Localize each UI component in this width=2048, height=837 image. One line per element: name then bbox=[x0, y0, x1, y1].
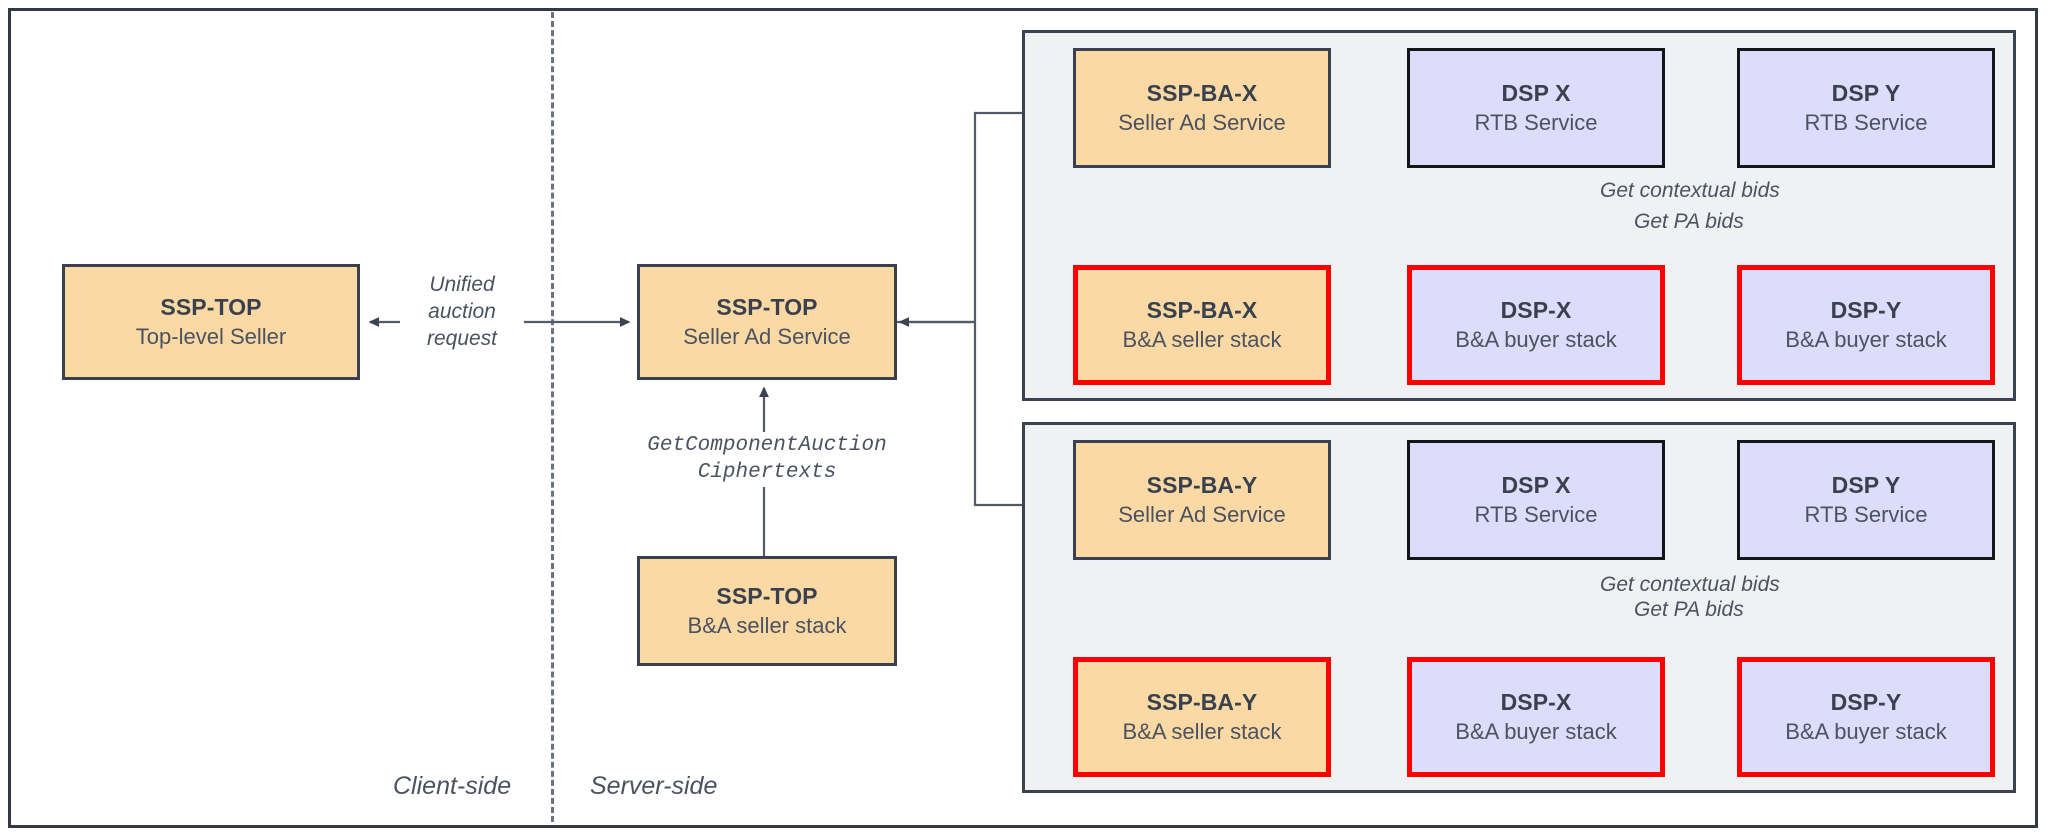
panel-y-node-dsp-y-rtb-service[interactable]: DSP Y RTB Service bbox=[1737, 440, 1995, 560]
panel-x-node-ssp-ba-x-seller-stack[interactable]: SSP-BA-X B&A seller stack bbox=[1073, 265, 1331, 385]
edge-label-get-component-auction-ciphertexts: GetComponentAuction Ciphertexts bbox=[610, 432, 924, 487]
panel-x-edge-label-get-contextual-bids: Get contextual bids bbox=[1598, 178, 1782, 205]
node-title: DSP Y bbox=[1831, 471, 1901, 498]
edge-label-line: auction bbox=[428, 299, 496, 323]
node-title: SSP-BA-Y bbox=[1146, 471, 1258, 498]
node-subtitle: Seller Ad Service bbox=[1118, 502, 1286, 528]
node-title: SSP-TOP bbox=[160, 293, 262, 320]
panel-x-node-dsp-x-buyer-stack[interactable]: DSP-X B&A buyer stack bbox=[1407, 265, 1665, 385]
node-title: DSP Y bbox=[1831, 79, 1901, 106]
panel-x-node-dsp-y-buyer-stack[interactable]: DSP-Y B&A buyer stack bbox=[1737, 265, 1995, 385]
node-title: SSP-TOP bbox=[716, 582, 818, 609]
client-server-divider bbox=[551, 12, 554, 822]
panel-y-edge-label-get-pa-bids: Get PA bids bbox=[1632, 597, 1746, 624]
node-title: SSP-BA-X bbox=[1146, 79, 1258, 106]
edge-label-line: Unified bbox=[429, 273, 495, 296]
node-subtitle: Seller Ad Service bbox=[683, 324, 851, 350]
panel-y-node-dsp-x-rtb-service[interactable]: DSP X RTB Service bbox=[1407, 440, 1665, 560]
panel-x-node-ssp-ba-x-seller-ad-service[interactable]: SSP-BA-X Seller Ad Service bbox=[1073, 48, 1331, 168]
node-title: SSP-TOP bbox=[716, 293, 818, 320]
node-ssp-top-top-level-seller[interactable]: SSP-TOP Top-level Seller bbox=[62, 264, 360, 380]
edge-label-line: GetComponentAuction bbox=[647, 434, 887, 457]
node-subtitle: B&A seller stack bbox=[1122, 327, 1282, 353]
node-ssp-top-seller-ad-service[interactable]: SSP-TOP Seller Ad Service bbox=[637, 264, 897, 380]
node-subtitle: Seller Ad Service bbox=[1118, 110, 1286, 136]
node-subtitle: Top-level Seller bbox=[135, 324, 287, 350]
node-subtitle: B&A buyer stack bbox=[1785, 719, 1947, 745]
node-ssp-top-ba-seller-stack[interactable]: SSP-TOP B&A seller stack bbox=[637, 556, 897, 666]
node-title: DSP-X bbox=[1500, 688, 1572, 715]
node-subtitle: RTB Service bbox=[1474, 502, 1598, 528]
node-subtitle: B&A seller stack bbox=[687, 613, 847, 639]
panel-y-node-ssp-ba-y-seller-stack[interactable]: SSP-BA-Y B&A seller stack bbox=[1073, 657, 1331, 777]
node-subtitle: RTB Service bbox=[1804, 110, 1928, 136]
label-client-side: Client-side bbox=[393, 772, 512, 800]
node-subtitle: RTB Service bbox=[1474, 110, 1598, 136]
panel-y-node-ssp-ba-y-seller-ad-service[interactable]: SSP-BA-Y Seller Ad Service bbox=[1073, 440, 1331, 560]
panel-x-edge-label-get-pa-bids: Get PA bids bbox=[1632, 209, 1746, 236]
node-subtitle: B&A buyer stack bbox=[1785, 327, 1947, 353]
panel-y-edge-label-get-contextual-bids: Get contextual bids bbox=[1598, 572, 1782, 599]
node-title: SSP-BA-Y bbox=[1146, 688, 1258, 715]
node-subtitle: B&A seller stack bbox=[1122, 719, 1282, 745]
panel-x-node-dsp-x-rtb-service[interactable]: DSP X RTB Service bbox=[1407, 48, 1665, 168]
panel-x-node-dsp-y-rtb-service[interactable]: DSP Y RTB Service bbox=[1737, 48, 1995, 168]
node-title: SSP-BA-X bbox=[1146, 296, 1258, 323]
node-subtitle: B&A buyer stack bbox=[1455, 327, 1617, 353]
panel-y-node-dsp-y-buyer-stack[interactable]: DSP-Y B&A buyer stack bbox=[1737, 657, 1995, 777]
edge-label-line: Ciphertexts bbox=[697, 461, 837, 485]
node-title: DSP-Y bbox=[1830, 688, 1902, 715]
node-subtitle: B&A buyer stack bbox=[1455, 719, 1617, 745]
node-title: DSP X bbox=[1501, 79, 1571, 106]
node-title: DSP-Y bbox=[1830, 296, 1902, 323]
node-title: DSP X bbox=[1501, 471, 1571, 498]
node-subtitle: RTB Service bbox=[1804, 502, 1928, 528]
panel-y-node-dsp-x-buyer-stack[interactable]: DSP-X B&A buyer stack bbox=[1407, 657, 1665, 777]
label-server-side: Server-side bbox=[590, 772, 718, 800]
edge-label-unified-auction-request: Unified auction request bbox=[400, 272, 524, 353]
edge-label-line: request bbox=[426, 326, 498, 350]
node-title: DSP-X bbox=[1500, 296, 1572, 323]
